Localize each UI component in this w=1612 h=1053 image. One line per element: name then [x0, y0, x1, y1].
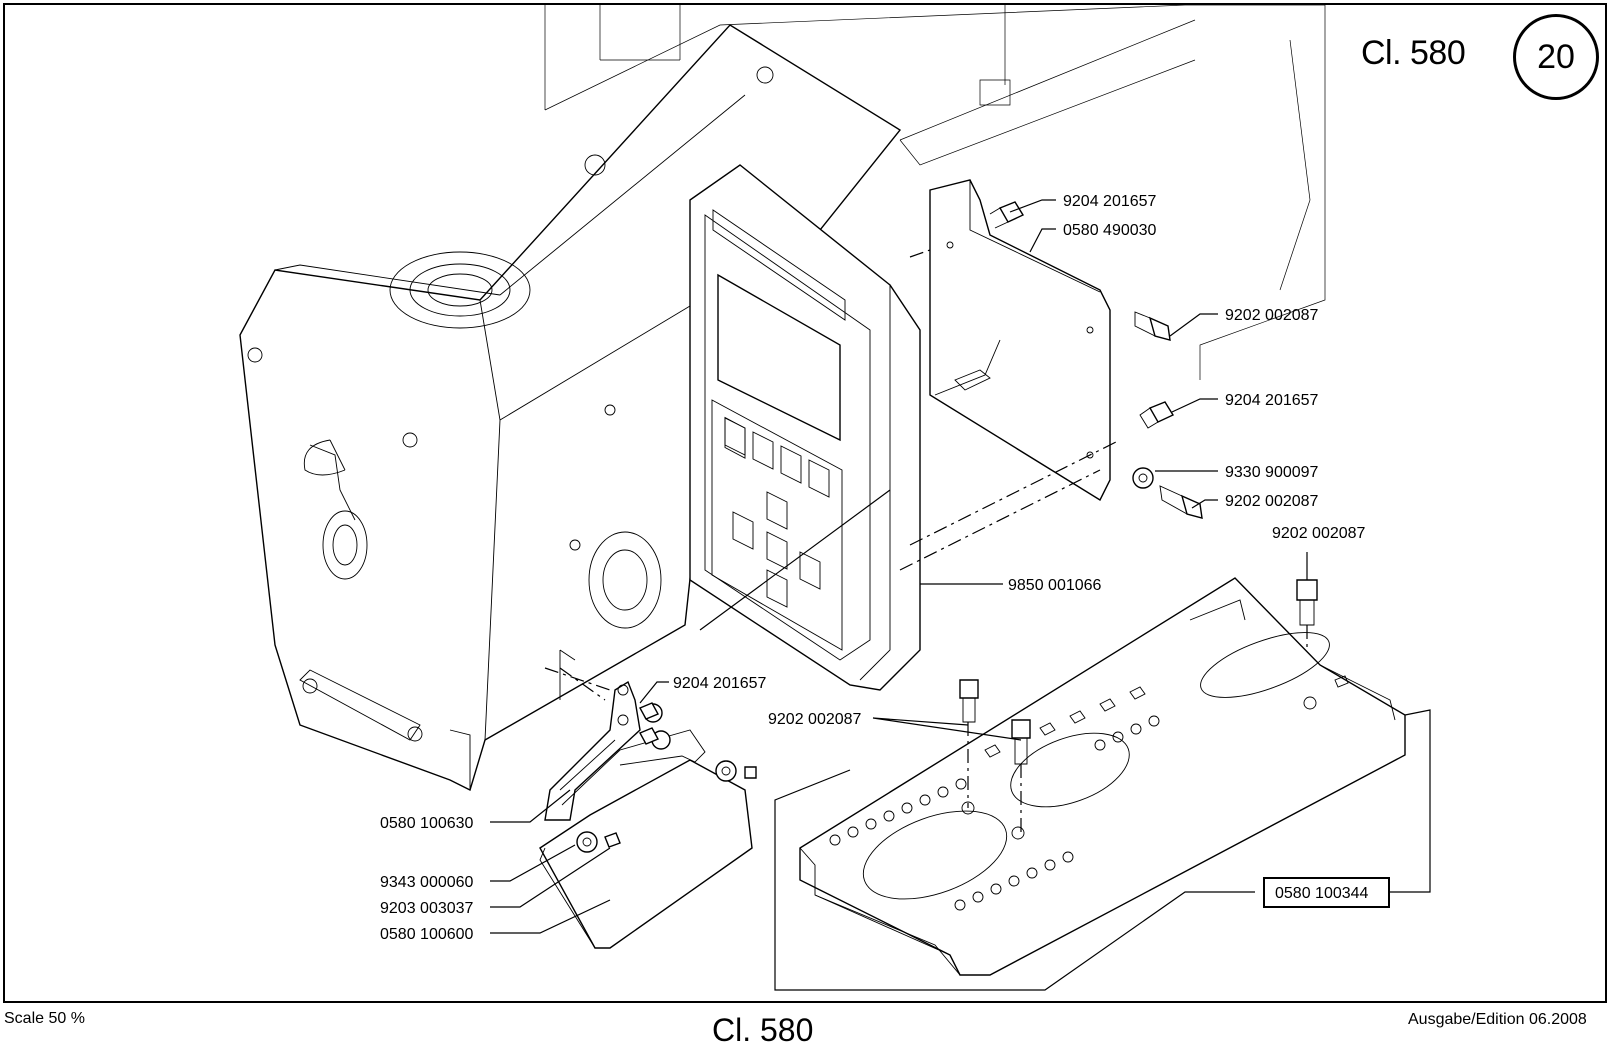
part-label: 9204 201657: [1063, 193, 1157, 210]
part-label: 0580 490030: [1063, 222, 1157, 239]
part-label: 9343 000060: [380, 874, 474, 891]
part-label: 9850 001066: [1008, 577, 1102, 594]
part-label: 9204 201657: [1225, 392, 1319, 409]
part-label: 0580 100600: [380, 926, 474, 943]
part-label: 0580 100344: [1275, 885, 1369, 902]
footer-title: Cl. 580: [712, 1012, 813, 1049]
footer-edition: Ausgabe/Edition 06.2008: [1408, 1011, 1587, 1029]
footer-scale: Scale 50 %: [4, 1010, 85, 1028]
control-panel-drawing: [690, 165, 920, 690]
hinge-and-flap-drawing: [540, 668, 756, 948]
part-label: 9202 002087: [1225, 493, 1319, 510]
part-label: 0580 100630: [380, 815, 474, 832]
part-label: 9203 003037: [380, 900, 474, 917]
part-label: 9330 900097: [1225, 464, 1319, 481]
part-label: 9202 002087: [1225, 307, 1319, 324]
part-label: 9204 201657: [673, 675, 767, 692]
part-label: 9202 002087: [768, 711, 862, 728]
part-label: 9202 002087: [1272, 525, 1366, 542]
